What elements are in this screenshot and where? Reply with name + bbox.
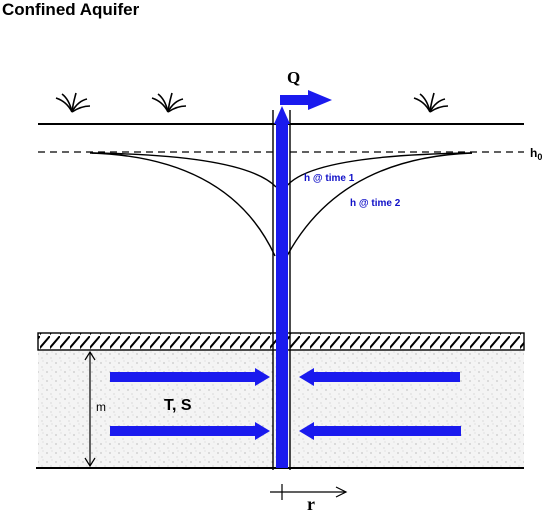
discharge-arrow [280, 90, 332, 110]
plant-icon [151, 92, 187, 113]
head-time1-label: h @ time 1 [304, 173, 355, 184]
drawdown-curve-time1 [89, 152, 473, 188]
well-pipe [276, 122, 288, 468]
well-up-arrow [274, 106, 290, 124]
thickness-label: m [96, 400, 106, 414]
initial-head-symbol: h [530, 146, 537, 160]
inflow-arrow-right-lower [299, 422, 461, 440]
aquifer-properties-label: T, S [164, 397, 192, 414]
discharge-label: Q [287, 68, 300, 87]
drawdown-curve-time2 [91, 152, 473, 257]
plant-icon [55, 92, 91, 113]
plant-icon [413, 92, 449, 113]
initial-head-label: h0 [530, 146, 542, 162]
inflow-arrow-right-upper [299, 368, 460, 386]
inflow-arrow-left-upper [110, 368, 270, 386]
page-title: Confined Aquifer [2, 0, 140, 19]
radius-label: r [307, 494, 315, 511]
thickness-dimension [84, 350, 96, 468]
head-time2-label: h @ time 2 [350, 198, 401, 209]
inflow-arrow-left-lower [110, 422, 270, 440]
radial-axis [270, 484, 348, 500]
initial-head-subscript: 0 [537, 152, 542, 162]
